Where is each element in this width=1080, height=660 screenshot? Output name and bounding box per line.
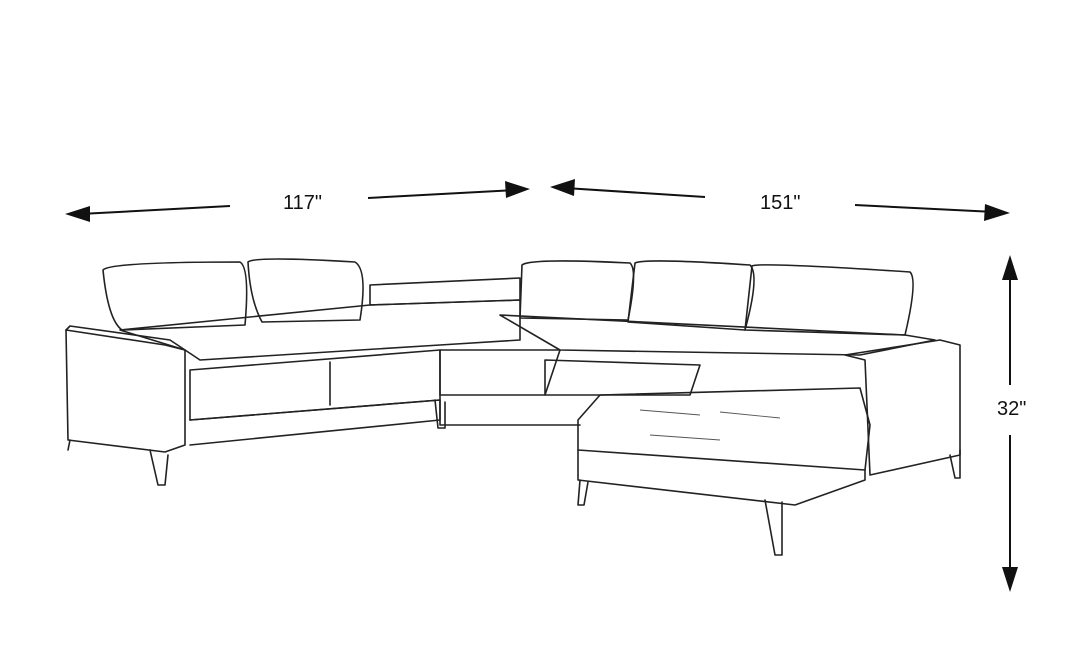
sofa [65, 258, 961, 556]
width-right-label: 151" [760, 192, 801, 214]
width-right-arrow [550, 179, 1010, 221]
height-arrow [1002, 255, 1018, 592]
height-label: 32" [997, 398, 1027, 420]
width-left-arrow [65, 181, 530, 222]
width-left-label: 117" [283, 192, 322, 214]
